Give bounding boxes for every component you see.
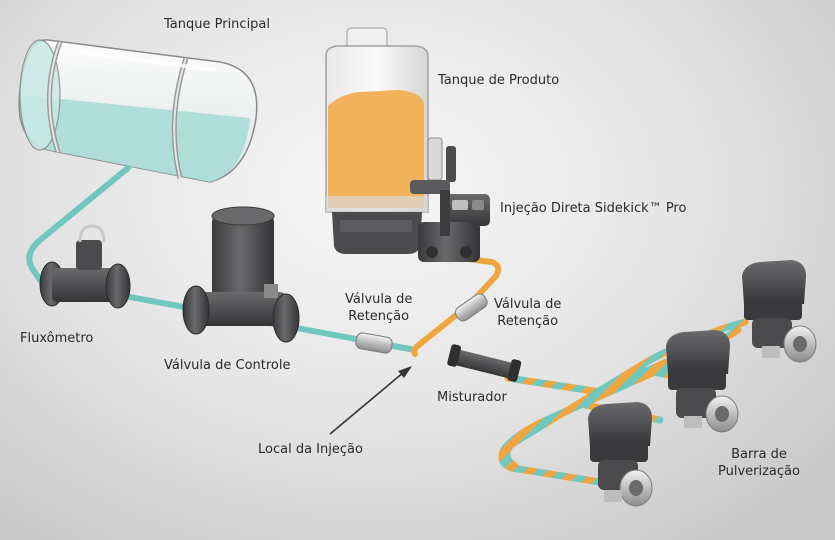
spray-nozzle-3 (588, 402, 653, 507)
control-valve-label: Válvula de Controle (164, 358, 291, 373)
injection-point-arrow (329, 366, 412, 435)
check-valve-2-label-line2: Retenção (497, 314, 559, 329)
check-valve-1-label-line1: Válvula de (345, 292, 413, 307)
check-valve-2-label: Válvula de Retenção (494, 296, 561, 330)
injection-unit-label: Injeção Direta Sidekick™ Pro (500, 201, 687, 216)
main-tank (18, 39, 258, 183)
mixer-label: Misturador (437, 390, 507, 405)
product-tank-label: Tanque de Produto (438, 73, 560, 88)
check-valve-1-label-line2: Retenção (348, 309, 410, 324)
injection-point-label: Local da Injeção (258, 442, 363, 457)
control-valve (182, 206, 300, 343)
check-valve-2 (454, 293, 488, 322)
check-valve-2-label-line1: Válvula de (494, 297, 562, 312)
flowmeter-label: Fluxômetro (20, 331, 94, 346)
check-valve-1 (355, 332, 393, 354)
water-line-tank-outlet (26, 165, 131, 283)
main-tank-label: Tanque Principal (164, 17, 271, 32)
spray-boom-label: Barra de Pulverização (718, 446, 800, 480)
chemical-line (411, 255, 502, 357)
injection-unit (410, 137, 490, 262)
product-tank (325, 27, 429, 254)
spray-nozzle-2 (666, 330, 739, 433)
mixer (447, 344, 522, 382)
spray-boom-label-line1: Barra de (731, 447, 787, 462)
spray-nozzle-1 (742, 260, 817, 363)
flowmeter (39, 224, 131, 309)
spray-boom-label-line2: Pulverização (718, 464, 800, 479)
check-valve-1-label: Válvula de Retenção (345, 291, 412, 325)
